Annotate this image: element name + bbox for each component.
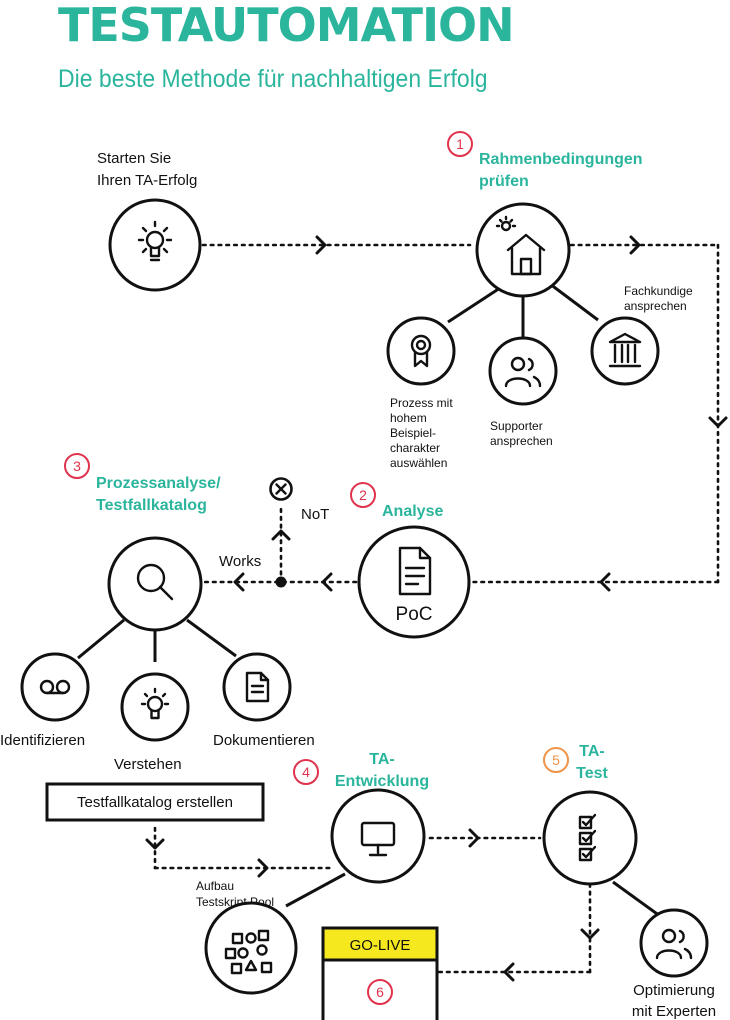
decision-dot [275,576,287,588]
start-node [108,198,202,292]
start-line-2: Ihren TA-Erfolg [97,172,197,189]
step-2-badge: 2 [350,482,376,508]
checklist-icon [578,813,597,862]
award-icon [410,334,432,368]
svg-text:Fachkundige: Fachkundige [624,284,693,298]
step-6-badge: 6 [367,979,393,1005]
pool-node [204,901,298,995]
supporter-label: Supporter ansprechen [490,419,553,448]
step-3-node [107,536,203,632]
step-1-node [475,202,571,298]
golive-label: GO-LIVE [350,937,411,954]
people-icon [504,356,542,388]
experts-node [639,908,709,978]
page-title: TESTAUTOMATION [58,0,515,52]
step-3-badge: 3 [64,453,90,479]
not-label: NoT [301,506,329,523]
lightbulb-icon [137,220,173,262]
tree-connectors [77,282,661,918]
house-sun-icon [495,215,546,276]
svg-text:auswählen: auswählen [390,456,447,470]
svg-text:1: 1 [456,136,464,152]
verstehen-label: Verstehen [114,756,182,773]
step-1-badge: 1 [447,131,473,157]
identifizieren-node [20,652,90,722]
svg-text:3: 3 [73,458,81,474]
prozess-node [386,316,456,386]
catalog-box: Testfallkatalog erstellen [45,782,265,822]
supporter-node [488,336,558,406]
identifizieren-label: Identifizieren [0,732,85,749]
shapes-icon [224,929,273,975]
step-5-title-2: Test [576,765,608,782]
step-3-title-1: Prozessanalyse/ [96,475,221,492]
document-icon [398,546,432,596]
fachkundige-node [590,316,660,386]
step-2-node: PoC [357,525,471,639]
works-label: Works [219,553,261,570]
poc-label: PoC [396,604,433,625]
svg-text:ansprechen: ansprechen [490,434,553,448]
document-icon [245,671,270,703]
prozess-label: Prozess mit hohem Beispiel- charakter au… [390,396,453,470]
svg-text:ansprechen: ansprechen [624,299,687,313]
step-2-title: Analyse [382,503,443,520]
step-5-title-1: TA- [579,743,604,760]
flow-arrows [145,235,728,982]
step-5-node [542,790,638,886]
svg-text:Prozess mit: Prozess mit [390,396,453,410]
svg-text:charakter: charakter [390,441,440,455]
step-4-node [330,788,426,884]
golive-box: GO-LIVE [321,926,439,1020]
pool-label-1: Aufbau [196,879,234,893]
not-close-icon [269,477,293,501]
fachkundige-label: Fachkundige ansprechen [624,284,693,313]
step-3-title-2: Testfallkatalog [96,497,207,514]
tape-icon [39,679,71,695]
experts-label-1: Optimierung [633,982,715,999]
step-1-title-2: prüfen [479,173,529,190]
page-subtitle: Die beste Methode für nachhaltigen Erfol… [58,65,488,93]
step-5-badge: 5 [543,747,569,773]
lightbulb-icon [140,687,170,720]
svg-text:2: 2 [359,487,367,503]
experts-label-2: mit Experten [632,1003,716,1020]
people-icon [655,928,693,960]
magnifier-icon [136,563,174,601]
dokumentieren-label: Dokumentieren [213,732,315,749]
bank-icon [608,332,642,368]
start-line-1: Starten Sie [97,150,171,167]
svg-text:Beispiel-: Beispiel- [390,426,436,440]
flow-lines [153,243,720,974]
svg-text:5: 5 [552,752,560,768]
svg-text:6: 6 [376,984,384,1000]
step-4-title-1: TA- [369,751,394,768]
step-4-badge: 4 [293,759,319,785]
svg-text:Supporter: Supporter [490,419,543,433]
svg-text:hohem: hohem [390,411,427,425]
step-1-title-1: Rahmenbedingungen [479,151,643,168]
monitor-icon [360,821,396,857]
step-4-title-2: Entwicklung [335,773,429,790]
verstehen-node [120,672,190,742]
dokumentieren-node [222,652,292,722]
svg-text:4: 4 [302,764,310,780]
catalog-label: Testfallkatalog erstellen [77,794,233,811]
